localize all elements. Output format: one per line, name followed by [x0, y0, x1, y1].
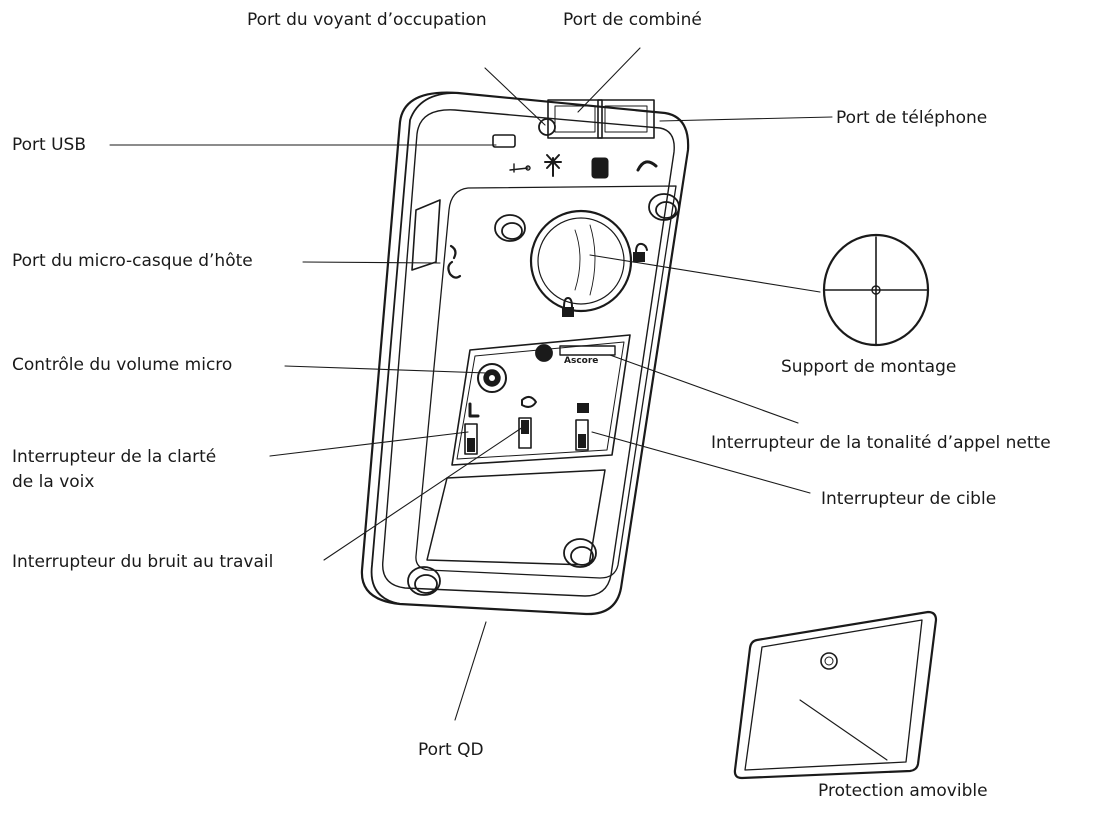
handset-icon [591, 157, 609, 179]
busy-light-port [538, 118, 556, 136]
leader-mount [589, 254, 821, 293]
label-voice-clarity-switch-line1: Interrupteur de la clarté [12, 447, 217, 467]
label-host-headset-port: Port du micro-casque d’hôte [12, 251, 253, 271]
mic-volume-knob [477, 363, 507, 393]
label-mounting-bracket: Support de montage [781, 357, 957, 377]
device-side-edge [370, 92, 459, 605]
control-panel [451, 334, 631, 466]
clear-tone-switch: Ascore [535, 344, 616, 366]
removable-cover [733, 610, 938, 780]
leader-host-headset [302, 261, 441, 264]
leader-busy-light [484, 67, 546, 126]
voice-clarity-switch [464, 402, 480, 455]
unlock-icon [633, 242, 648, 262]
label-work-noise-switch: Interrupteur du bruit au travail [12, 552, 274, 572]
headset-icon [447, 244, 462, 279]
leader-work-noise [323, 426, 524, 561]
phone-port [597, 99, 655, 139]
cover-recess [426, 469, 606, 566]
rubber-feet [407, 193, 680, 596]
device-body: Ascore [360, 91, 690, 616]
leader-phone [659, 116, 833, 122]
label-voice-clarity-switch-line2: de la voix [12, 472, 95, 492]
label-target-switch: Interrupteur de cible [821, 489, 997, 509]
lock-icon [562, 297, 574, 317]
leader-voice-clarity [269, 431, 469, 457]
ascore-marking: Ascore [564, 356, 598, 366]
label-clear-tone-switch: Interrupteur de la tonalité d’appel nett… [711, 433, 1051, 453]
mounting-bracket [822, 233, 930, 347]
leader-target [591, 431, 811, 494]
leader-clear-tone [609, 354, 799, 424]
leader-qd [454, 621, 487, 721]
host-headset-port [411, 199, 441, 271]
leader-mic-volume [284, 365, 488, 374]
handset-port [547, 99, 603, 139]
leader-cover [799, 699, 888, 761]
usb-port [492, 134, 516, 148]
label-qd-port: Port QD [418, 740, 484, 760]
work-noise-switch [518, 396, 537, 449]
leader-handset [577, 47, 641, 113]
phone-icon [636, 160, 658, 172]
label-handset-port: Port de combiné [563, 10, 702, 30]
leader-lines [109, 47, 888, 761]
label-mic-volume-control: Contrôle du volume micro [12, 355, 233, 375]
label-phone-port: Port de téléphone [836, 108, 988, 128]
device-face-inner [381, 109, 675, 597]
target-switch [575, 403, 589, 451]
mounting-socket [529, 209, 633, 313]
label-removable-cover: Protection amovible [818, 781, 988, 801]
busy-light-icon [544, 154, 562, 177]
usb-icon [509, 163, 531, 173]
label-busy-light-port: Port du voyant d’occupation [247, 10, 487, 30]
device-outline [360, 91, 690, 616]
label-usb-port: Port USB [12, 135, 87, 155]
